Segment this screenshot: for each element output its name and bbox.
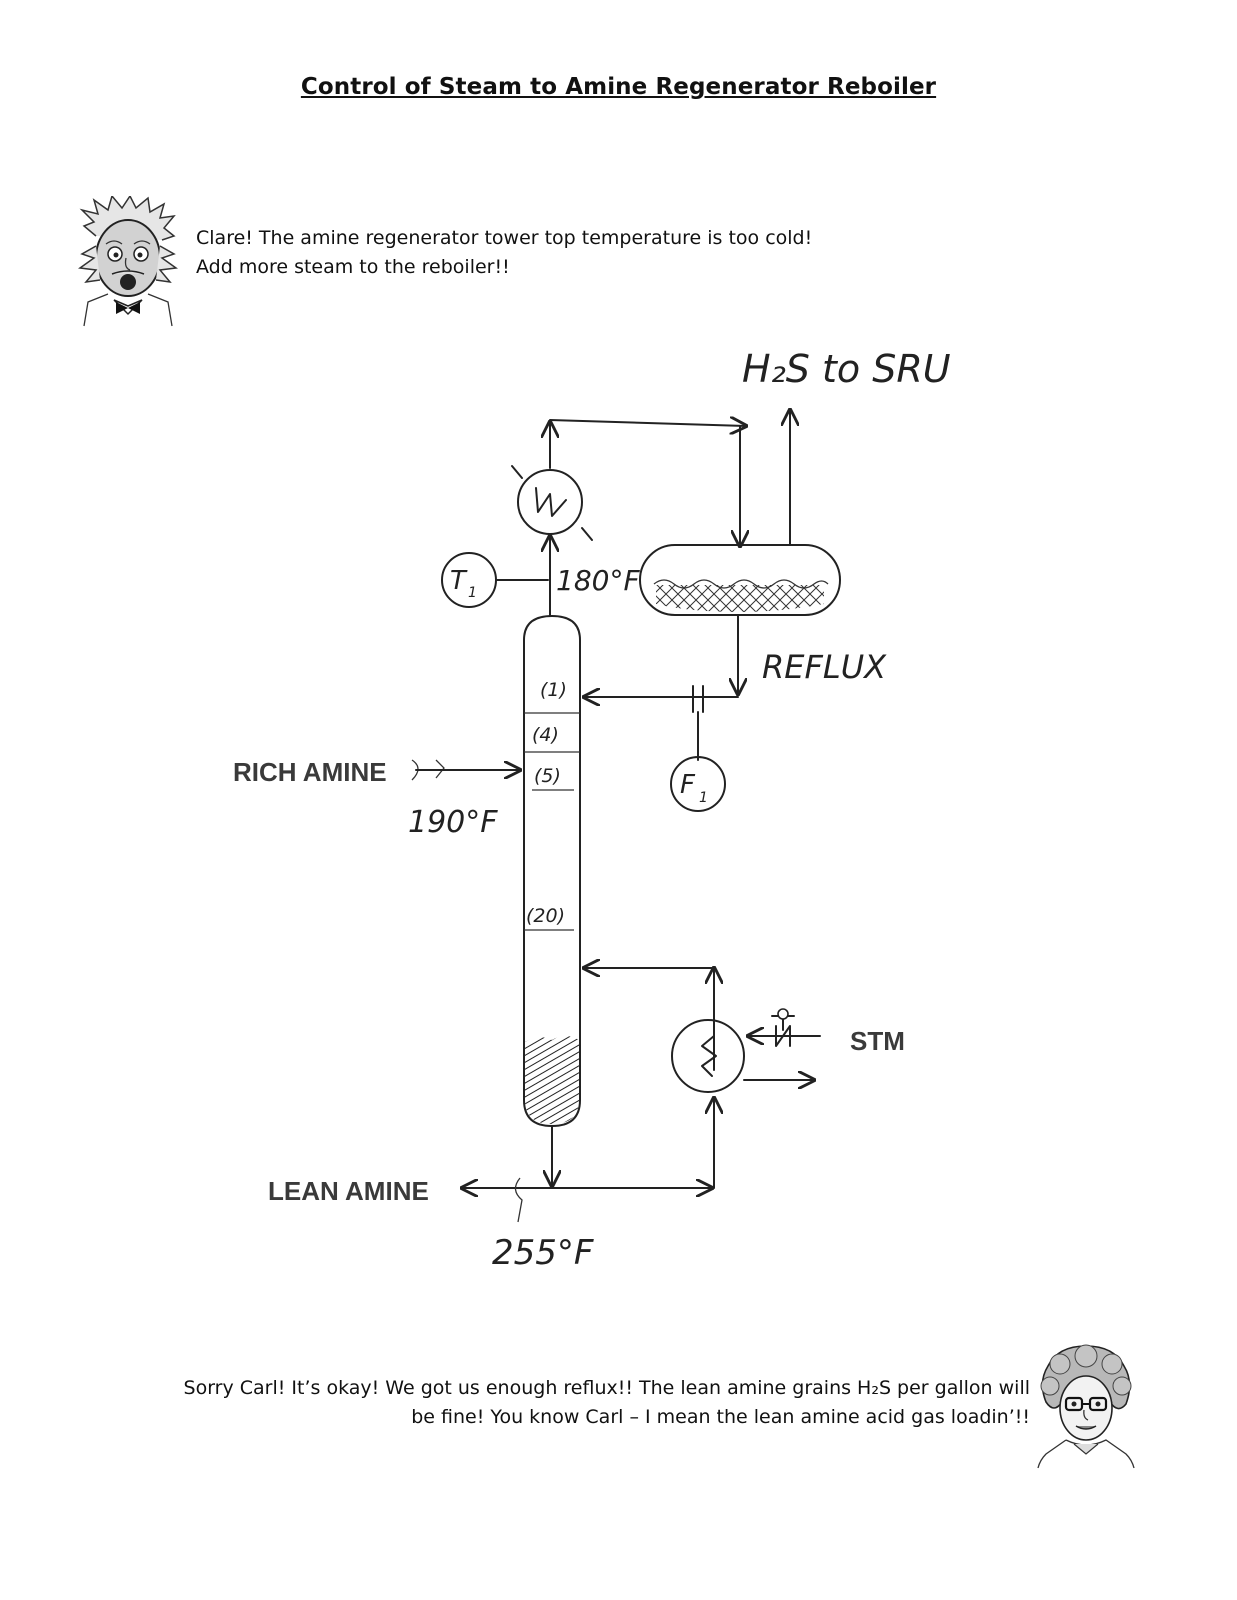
top-temperature-label: 180°F <box>556 564 640 597</box>
clare-speech: Sorry Carl! It’s okay! We got us enough … <box>160 1374 1030 1432</box>
rich-amine-temp-label: 190°F <box>408 805 498 840</box>
lean-amine-temp-label: 255°F <box>492 1233 594 1273</box>
clare-speech-line-1: Sorry Carl! It’s okay! We got us enough … <box>183 1377 1030 1399</box>
reboiler-icon <box>671 1019 745 1093</box>
steam-label: STM <box>850 1026 905 1056</box>
temperature-indicator-t1: T 1 <box>441 552 549 608</box>
clare-avatar-icon <box>1037 1344 1135 1469</box>
reflux-label: REFLUX <box>762 648 887 686</box>
reflux-drum-icon <box>639 544 841 616</box>
tray-4-label: (4) <box>532 724 559 746</box>
tray-20-label: (20) <box>526 905 565 927</box>
tray-1-label: (1) <box>540 679 567 701</box>
carl-speech-line-1: Clare! The amine regenerator tower top t… <box>196 227 813 249</box>
svg-text:1: 1 <box>468 585 477 601</box>
reboiler-return-line <box>584 968 714 1071</box>
overhead-line <box>550 420 746 617</box>
rich-amine-label: RICH AMINE <box>233 757 387 787</box>
svg-text:F: F <box>680 770 696 800</box>
clare-speech-line-2: be fine! You know Carl – I mean the lean… <box>411 1406 1030 1428</box>
rich-amine-feed <box>411 759 520 781</box>
page-title: Control of Steam to Amine Regenerator Re… <box>300 74 937 100</box>
flow-indicator-f1: F 1 <box>670 756 726 812</box>
carl-speech: Clare! The amine regenerator tower top t… <box>196 224 896 282</box>
reflux-line <box>584 614 738 761</box>
svg-text:T: T <box>450 566 468 596</box>
svg-text:1: 1 <box>699 790 708 806</box>
lean-amine-label: LEAN AMINE <box>268 1176 429 1206</box>
tray-5-label: (5) <box>534 765 561 787</box>
h2s-to-sru-label: H₂S to SRU <box>742 347 951 391</box>
carl-avatar-icon <box>78 196 178 327</box>
regenerator-column: (1) (4) (5) (20) <box>523 615 581 1127</box>
carl-speech-line-2: Add more steam to the reboiler!! <box>196 256 510 278</box>
steam-line <box>743 1008 821 1080</box>
condenser-icon <box>511 465 593 541</box>
lean-amine-line <box>462 1098 714 1223</box>
